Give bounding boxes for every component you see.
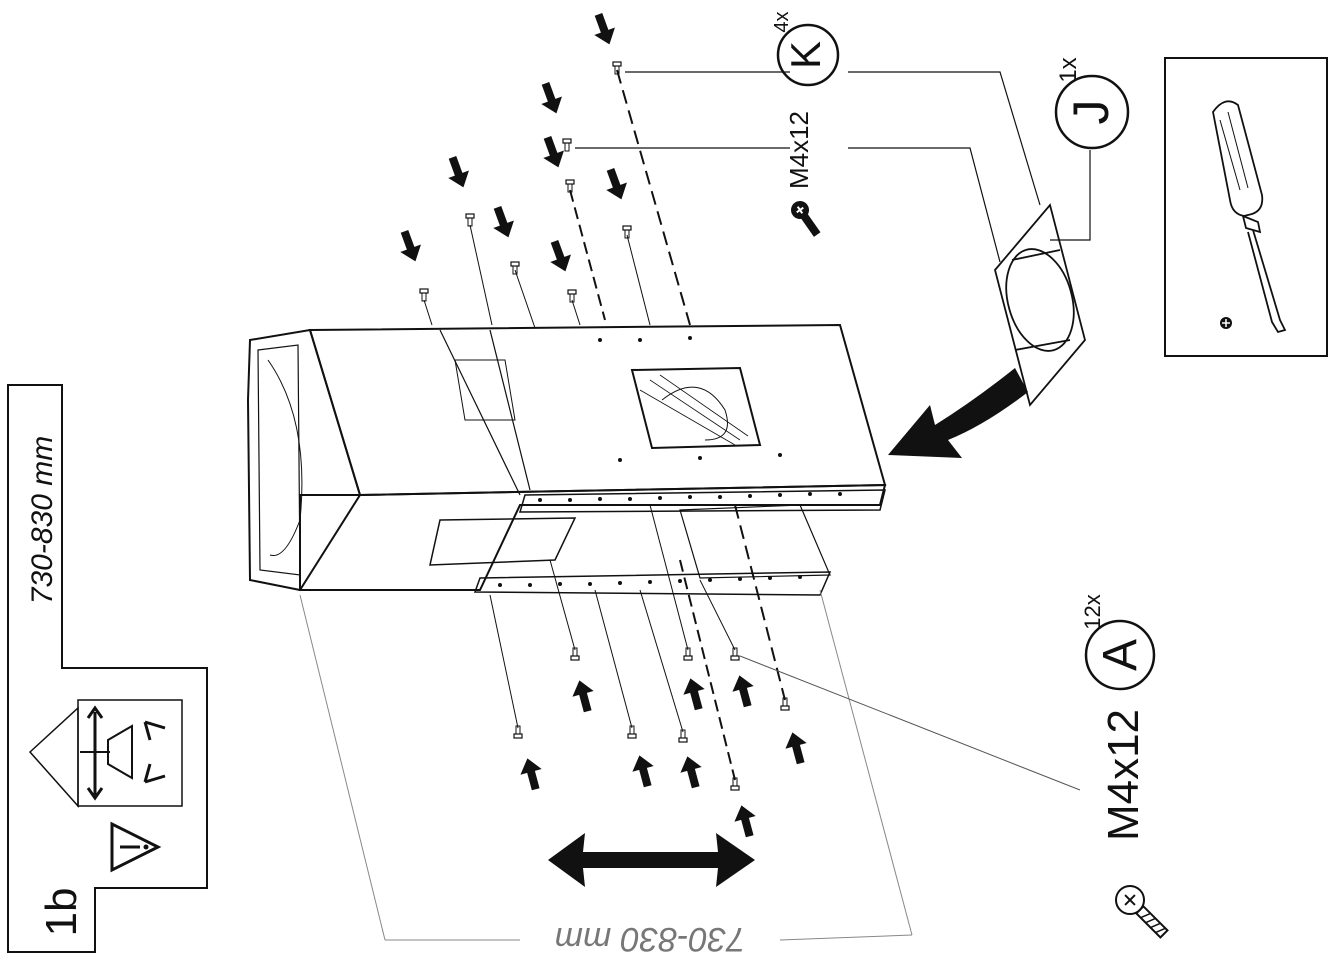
two-person-lift-icon bbox=[28, 699, 183, 808]
tool-box bbox=[1164, 57, 1328, 357]
part-label-J: J 1x bbox=[1054, 57, 1130, 150]
svg-text:M4x12: M4x12 bbox=[784, 111, 814, 189]
hood-chimney-body bbox=[246, 323, 887, 596]
width-range-label: 730-830 mm bbox=[555, 920, 746, 958]
warning-triangle-icon bbox=[110, 821, 162, 873]
part-label-A: A 12x M4x12 bbox=[1080, 594, 1156, 841]
svg-text:12x: 12x bbox=[1080, 594, 1105, 629]
flange-part bbox=[994, 203, 1086, 407]
top-screws-group bbox=[394, 10, 691, 329]
svg-text:1x: 1x bbox=[1055, 57, 1082, 82]
svg-text:J: J bbox=[1063, 100, 1119, 125]
svg-text:M4x12: M4x12 bbox=[1099, 709, 1148, 841]
screw-icon bbox=[791, 201, 821, 237]
install-curved-arrow-icon bbox=[888, 368, 1028, 458]
step-frame bbox=[7, 384, 208, 953]
svg-text:730-830 mm: 730-830 mm bbox=[555, 920, 746, 958]
step-number: 1b bbox=[37, 888, 86, 937]
svg-text:1b: 1b bbox=[37, 888, 86, 937]
leader-lines bbox=[575, 71, 1091, 791]
svg-text:4x: 4x bbox=[771, 11, 793, 32]
part-label-K: K 4x M4x12 bbox=[771, 11, 840, 189]
svg-text:K: K bbox=[782, 41, 829, 69]
svg-text:A: A bbox=[1094, 639, 1147, 671]
width-dimension-frame bbox=[299, 589, 913, 941]
height-range-label: 730-830 mm bbox=[26, 436, 59, 604]
extend-double-arrow-icon bbox=[548, 833, 755, 887]
phillips-screwdriver-icon bbox=[1212, 100, 1287, 334]
bottom-screws-group bbox=[489, 504, 812, 840]
screw-icon-large bbox=[1115, 885, 1169, 939]
svg-text:730-830 mm: 730-830 mm bbox=[26, 436, 59, 604]
